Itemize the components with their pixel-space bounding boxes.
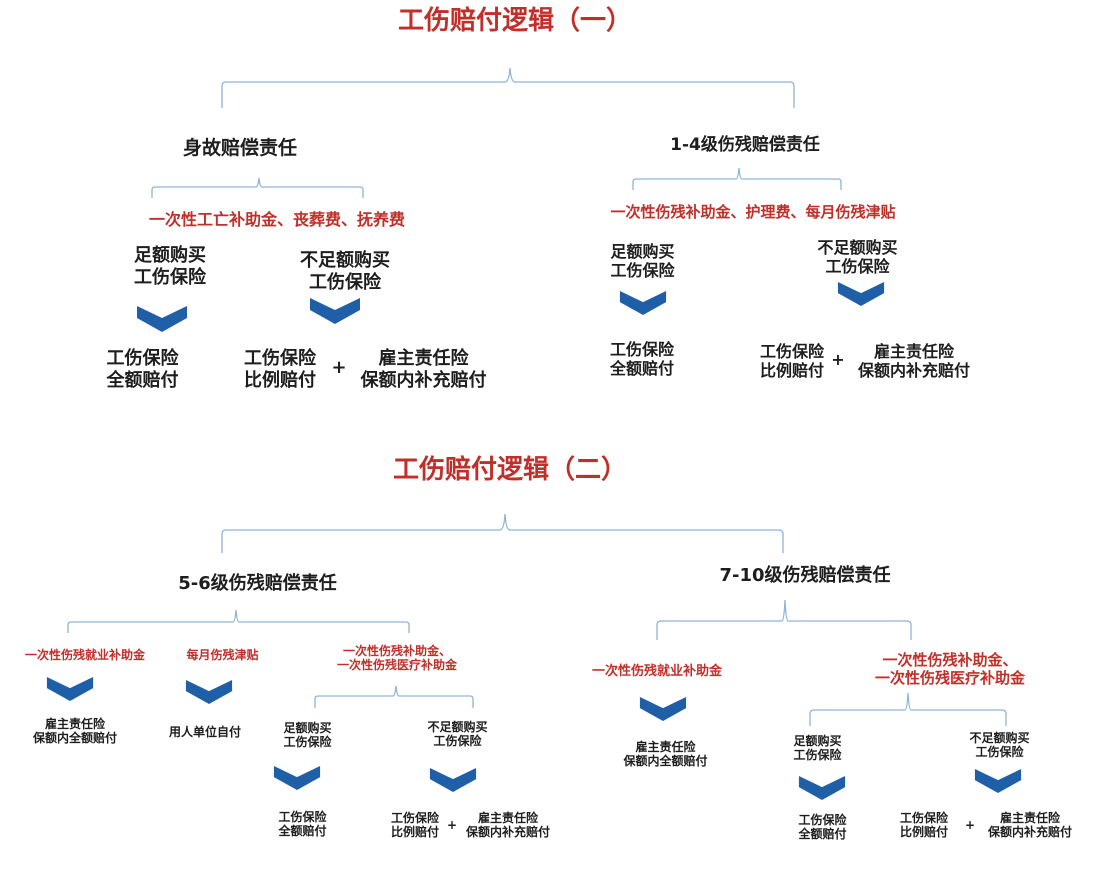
s1-right-full-chevron-icon [619,291,667,315]
s2-right-a-chevron-icon [639,697,687,721]
s1-left-plus: + [331,357,347,378]
s2-right-partial: 不足额购买工伤保险 [969,731,1030,760]
s2-right-item-c: 一次性伤残补助金、一次性伤残医疗补助金 [874,651,1025,687]
s2-left-a-chevron-icon [46,677,94,701]
s1-left-full: 足额购买工伤保险 [134,245,206,288]
s1-left-result-full: 工伤保险全额赔付 [106,348,179,391]
s1-left-items: 一次性工亡补助金、丧葬费、抚养费 [148,210,405,229]
s2-left-item-c: 一次性伤残补助金、一次性伤残医疗补助金 [336,644,457,673]
s1-left-partial-chevron-icon [310,298,360,324]
s1-left-result-partial-b: 雇主责任险保额内补充赔付 [360,348,487,391]
s2-left-result-partial-a: 工伤保险比例赔付 [390,811,439,840]
s2-right-result-a: 雇主责任险保额内全额赔付 [623,740,708,769]
s2-right-full-chevron-icon [798,776,846,800]
s2-left-partial-chevron-icon [429,768,477,792]
s1-left-result-partial-a: 工伤保险比例赔付 [244,348,316,391]
s2-left-full-chevron-icon [273,766,321,790]
s1-right-result-full: 工伤保险全额赔付 [609,340,674,379]
s1-left-heading: 身故赔偿责任 [182,137,297,159]
s2-right-result-partial-b: 雇主责任险保额内补充赔付 [987,811,1072,840]
s2-right-plus: + [964,818,976,832]
section1-title: 工伤赔付逻辑（一） [397,6,632,36]
s2-right-result-full: 工伤保险全额赔付 [798,813,847,842]
s1-left-full-chevron-icon [137,306,187,332]
s2-right-heading: 7-10级伤残赔偿责任 [719,565,891,586]
s2-left-result-full: 工伤保险全额赔付 [278,810,327,839]
s2-left-plus: + [446,818,458,832]
s2-left-full: 足额购买工伤保险 [283,721,332,750]
section2-title: 工伤赔付逻辑（二） [392,455,627,485]
s2-right-partial-chevron-icon [974,769,1022,793]
s2-left-heading: 5-6级伤残赔偿责任 [178,573,337,594]
s1-right-partial: 不足额购买工伤保险 [817,238,898,277]
s2-left-result-b: 用人单位自付 [168,725,241,739]
s1-right-items: 一次性伤残补助金、护理费、每月伤残津贴 [610,203,896,221]
s2-right-item-a: 一次性伤残就业补助金 [591,664,722,679]
s1-right-plus: + [831,350,845,369]
s2-left-result-a: 雇主责任险保额内全额赔付 [32,717,117,746]
s1-left-partial: 不足额购买工伤保险 [300,250,390,293]
s1-right-heading: 1-4级伤残赔偿责任 [670,135,820,155]
s2-left-item-a: 一次性伤残就业补助金 [24,648,145,662]
s2-right-full: 足额购买工伤保险 [793,734,842,763]
s1-right-result-partial-a: 工伤保险比例赔付 [759,342,824,381]
s2-left-result-partial-b: 雇主责任险保额内补充赔付 [465,811,550,840]
s2-left-item-b: 每月伤残津贴 [186,648,259,662]
s2-right-result-partial-a: 工伤保险比例赔付 [899,811,948,840]
s1-right-result-partial-b: 雇主责任险保额内补充赔付 [857,342,970,381]
s2-left-partial: 不足额购买工伤保险 [427,720,488,749]
s1-right-partial-chevron-icon [837,282,885,306]
s2-left-b-chevron-icon [185,680,233,704]
s1-right-full: 足额购买工伤保险 [610,242,675,281]
